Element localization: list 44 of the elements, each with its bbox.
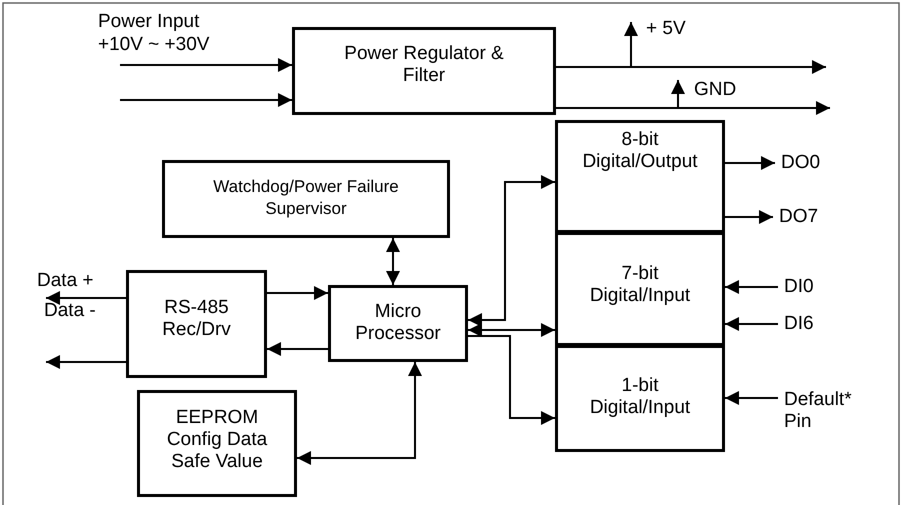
arrow <box>468 323 555 337</box>
voltage-label: + 5V <box>646 17 687 40</box>
box-label: EEPROM Config Data Safe Value <box>166 407 268 473</box>
arrow <box>120 58 292 72</box>
arrow <box>297 362 422 465</box>
arrow <box>725 317 778 331</box>
ground-label: GND <box>694 78 738 101</box>
arrow <box>46 355 126 369</box>
arrow <box>267 286 328 300</box>
arrow <box>556 60 826 74</box>
input-label: Power Input +10V ~ +30V <box>98 10 210 56</box>
box-label: 1-bit Digital/Input <box>588 375 692 419</box>
process-box <box>126 270 267 378</box>
box-label: Micro Processor <box>354 301 442 345</box>
process-box <box>292 27 556 115</box>
process-box <box>162 160 450 238</box>
process-box <box>555 232 725 346</box>
arrow <box>725 210 773 224</box>
arrow <box>386 238 400 285</box>
signal-label: Data + <box>37 270 95 292</box>
process-box <box>328 285 468 362</box>
box-label: 7-bit Digital/Input <box>588 263 692 307</box>
process-box <box>137 390 297 497</box>
box-label: Watchdog/Power Failure Supervisor <box>212 176 400 220</box>
arrow <box>46 291 126 305</box>
arrow <box>725 391 778 405</box>
arrow <box>556 101 830 115</box>
arrow <box>468 335 555 425</box>
process-box <box>555 120 725 233</box>
pin-label: DI0 <box>784 276 815 298</box>
arrow <box>725 156 775 170</box>
pin-label: DO7 <box>779 206 820 228</box>
box-label: RS-485 Rec/Drv <box>161 297 232 341</box>
box-label: Power Regulator & Filter <box>343 43 505 87</box>
signal-label: Data - <box>44 299 97 322</box>
arrow <box>120 93 292 107</box>
arrow <box>725 280 778 294</box>
process-box <box>555 345 725 452</box>
pin-label: Default* Pin <box>784 389 853 433</box>
box-label: 8-bit Digital/Output <box>581 129 699 173</box>
arrow <box>267 342 328 356</box>
pin-label: DO0 <box>781 152 822 174</box>
arrow <box>468 175 555 327</box>
pin-label: DI6 <box>784 313 815 335</box>
